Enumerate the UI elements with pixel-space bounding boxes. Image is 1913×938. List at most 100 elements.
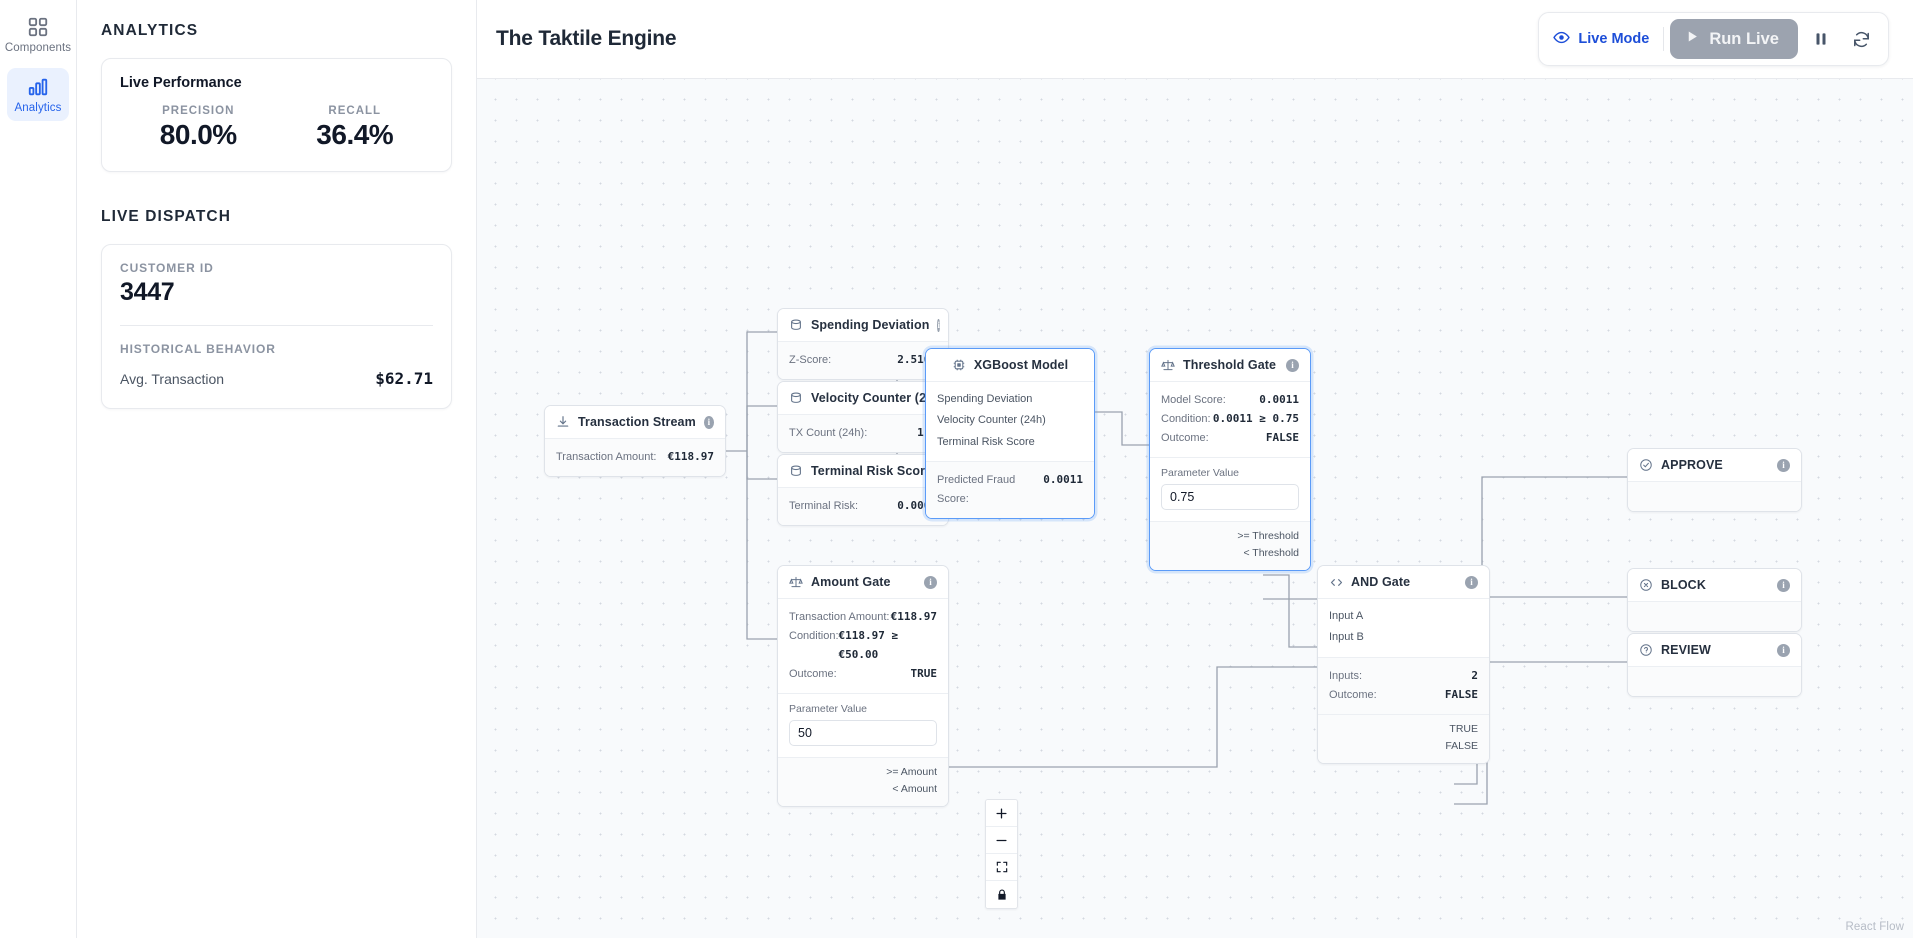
flow-canvas[interactable]: Transaction Stream i Transaction Amount:… — [477, 79, 1913, 938]
node-title: REVIEW — [1661, 643, 1711, 657]
rail-label-analytics: Analytics — [14, 101, 62, 114]
row-label: Predicted Fraud Score: — [937, 474, 1016, 506]
avg-transaction-row: Avg. Transaction $62.71 — [120, 369, 433, 388]
node-and-gate[interactable]: AND Gate i Input A Input B Inputs: 2 Out… — [1317, 565, 1490, 764]
input-port[interactable]: Spending Deviation — [937, 393, 1033, 405]
run-live-label: Run Live — [1709, 29, 1779, 48]
parameter-group: Parameter Value — [1150, 456, 1310, 521]
row-value: 0.0011 — [1259, 393, 1299, 406]
node-row: Condition: 0.0011 ≥ 0.75 — [1161, 410, 1299, 429]
node-body: Transaction Amount: €118.97 — [545, 439, 725, 476]
info-icon[interactable]: i — [1777, 578, 1790, 592]
node-row: Transaction Amount: €118.97 — [556, 448, 714, 467]
metric-recall-label: RECALL — [328, 105, 382, 117]
node-title: Velocity Counter (24h) — [811, 391, 946, 405]
row-label: Transaction Amount: — [556, 451, 657, 463]
input-port[interactable]: Input A — [1329, 610, 1364, 622]
database-icon — [789, 318, 803, 332]
input-port[interactable]: Velocity Counter (24h) — [937, 414, 1046, 427]
pause-button[interactable] — [1804, 22, 1838, 56]
fit-view-button[interactable] — [986, 854, 1017, 881]
node-row: TX Count (24h): 1.0 — [789, 424, 937, 443]
info-icon[interactable]: i — [1777, 643, 1790, 657]
node-title: Amount Gate — [811, 575, 891, 589]
node-body: Predicted Fraud Score: 0.0011 — [926, 462, 1094, 519]
node-terminal-risk-score[interactable]: Terminal Risk Score i Terminal Risk: 0.0… — [777, 454, 949, 526]
info-icon[interactable]: i — [1286, 358, 1299, 372]
node-outputs: >= Threshold < Threshold — [1150, 520, 1310, 570]
node-header: AND Gate i — [1318, 566, 1489, 599]
node-body: Z-Score: 2.5102 — [778, 342, 948, 379]
node-body: Transaction Amount: €118.97 Condition: €… — [778, 599, 948, 693]
canvas-controls — [985, 799, 1018, 909]
output-port[interactable]: TRUE — [1449, 722, 1478, 735]
output-port[interactable]: < Threshold — [1243, 546, 1299, 559]
node-outputs: >= Amount < Amount — [778, 756, 948, 806]
rail-item-components[interactable]: Components — [5, 8, 71, 62]
input-port[interactable]: Terminal Risk Score — [937, 435, 1035, 448]
run-live-button[interactable]: Run Live — [1670, 19, 1798, 59]
zoom-in-button[interactable] — [986, 800, 1017, 827]
scales-icon — [789, 575, 803, 589]
question-circle-icon — [1639, 643, 1653, 657]
live-dispatch-section-title: LIVE DISPATCH — [101, 208, 231, 225]
node-header: APPROVE i — [1628, 449, 1801, 482]
info-icon[interactable]: i — [703, 415, 714, 429]
node-spending-deviation[interactable]: Spending Deviation i Z-Score: 2.5102 — [777, 308, 949, 380]
row-value: FALSE — [1265, 430, 1299, 444]
node-threshold-gate[interactable]: Threshold Gate i Model Score: 0.0011 Con… — [1149, 348, 1311, 571]
node-row: Outcome: FALSE — [1161, 429, 1299, 448]
live-dispatch-card: CUSTOMER ID 3447 HISTORICAL BEHAVIOR Avg… — [101, 244, 452, 409]
output-port[interactable]: >= Amount — [886, 765, 937, 778]
metric-recall: RECALL 36.4% — [277, 105, 434, 151]
eye-icon — [1553, 29, 1571, 50]
live-mode-toggle[interactable]: Live Mode — [1549, 27, 1657, 52]
row-value: FALSE — [1444, 687, 1478, 701]
info-icon[interactable]: i — [1465, 575, 1478, 589]
live-performance-card: Live Performance PRECISION 80.0% RECALL … — [101, 58, 452, 172]
node-approve[interactable]: APPROVE i — [1627, 448, 1802, 512]
node-transaction-stream[interactable]: Transaction Stream i Transaction Amount:… — [544, 405, 726, 477]
node-body — [1628, 602, 1801, 631]
output-port[interactable]: < Amount — [892, 782, 937, 795]
main-area: The Taktile Engine Live Mode — [477, 0, 1913, 938]
info-icon[interactable]: i — [937, 318, 940, 332]
node-velocity-counter[interactable]: Velocity Counter (24h) i TX Count (24h):… — [777, 381, 949, 453]
node-row: Predicted Fraud Score: 0.0011 — [937, 471, 1083, 509]
output-port[interactable]: >= Threshold — [1237, 529, 1299, 542]
amount-parameter-input[interactable] — [789, 719, 937, 746]
node-header: Threshold Gate i — [1150, 349, 1310, 382]
node-review[interactable]: REVIEW i — [1627, 633, 1802, 697]
info-icon[interactable]: i — [1777, 458, 1790, 472]
refresh-button[interactable] — [1844, 22, 1878, 56]
info-icon[interactable]: i — [924, 575, 937, 589]
chip-icon — [952, 358, 966, 372]
rail-item-analytics[interactable]: Analytics — [7, 67, 69, 121]
live-performance-title: Live Performance — [120, 75, 242, 91]
node-header: Terminal Risk Score i — [778, 455, 948, 488]
row-label: Outcome: — [1329, 688, 1377, 701]
row-label: Outcome: — [1161, 431, 1209, 444]
row-value: €118.97 — [667, 450, 714, 463]
node-block[interactable]: BLOCK i — [1627, 568, 1802, 632]
lock-icon[interactable] — [986, 881, 1017, 908]
row-value: 2 — [1471, 668, 1478, 682]
run-controls: Live Mode Run Live — [1538, 12, 1889, 66]
page-title: The Taktile Engine — [496, 27, 677, 50]
row-label: Inputs: — [1329, 669, 1363, 682]
node-header: Velocity Counter (24h) i — [778, 382, 948, 415]
zoom-out-button[interactable] — [986, 827, 1017, 854]
analytics-section-title: ANALYTICS — [101, 22, 199, 39]
code-icon — [1329, 575, 1343, 589]
threshold-parameter-input[interactable] — [1161, 483, 1299, 510]
avg-transaction-label: Avg. Transaction — [120, 371, 225, 387]
react-flow-attribution[interactable]: React Flow — [1845, 921, 1904, 933]
node-title: AND Gate — [1351, 575, 1411, 589]
metric-precision-label: PRECISION — [162, 105, 235, 117]
input-port[interactable]: Input B — [1329, 631, 1364, 644]
node-amount-gate[interactable]: Amount Gate i Transaction Amount: €118.9… — [777, 565, 949, 807]
output-port[interactable]: FALSE — [1445, 739, 1478, 752]
row-label: Transaction Amount: — [789, 611, 890, 623]
node-xgboost-model[interactable]: XGBoost Model Spending Deviation Velocit… — [925, 348, 1095, 520]
node-body — [1628, 667, 1801, 696]
